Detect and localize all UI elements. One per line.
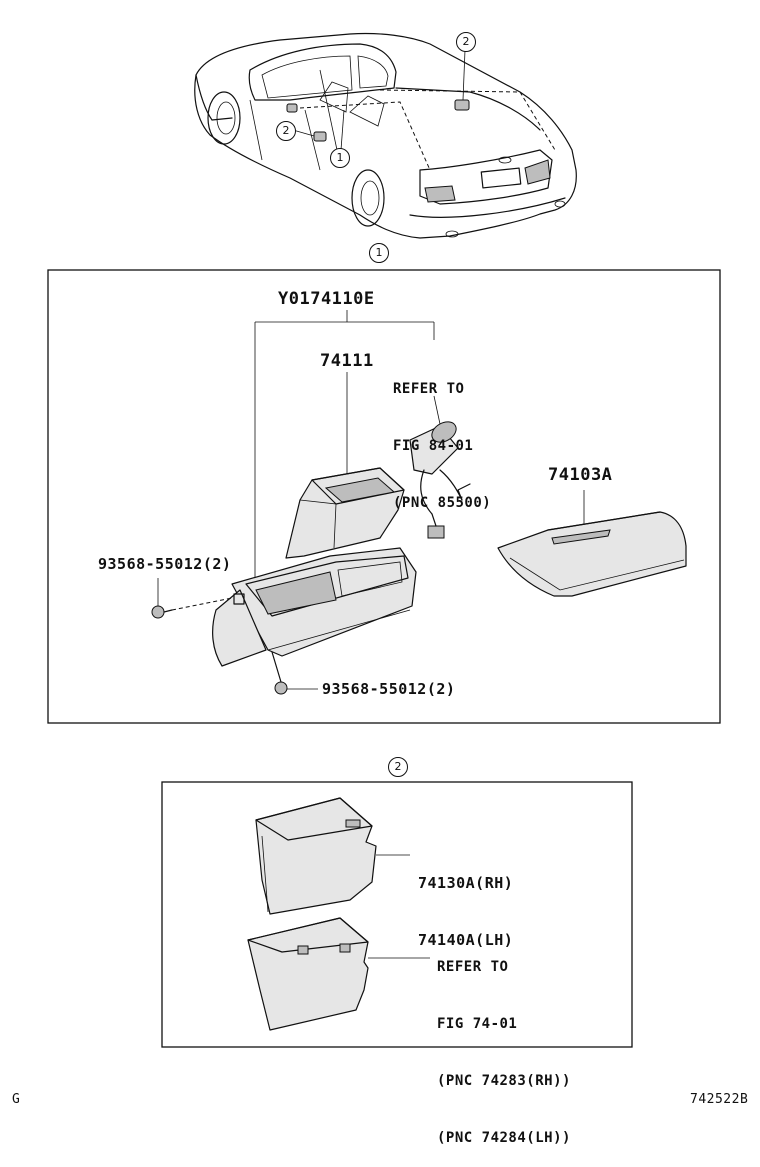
- panel-1-marker: 1: [369, 243, 389, 263]
- screw-bottom: [271, 651, 318, 695]
- panel-2-marker: 2: [388, 757, 408, 777]
- panel-2-frame: [161, 781, 633, 1048]
- screw-left: [151, 578, 233, 619]
- box-part-number: 74111: [320, 351, 374, 371]
- screw-bottom-part-number: 93568-55012(2): [322, 680, 456, 698]
- footer-left-code: G: [12, 1092, 21, 1107]
- side-box-upper: [255, 797, 410, 915]
- assembly-part-number: Y0174110E: [278, 289, 375, 309]
- side-box-part-numbers: 74130A(RH) 74140A(LH): [418, 874, 514, 949]
- lid-74103A: [497, 490, 687, 597]
- callout-2-roof: 2: [456, 32, 476, 52]
- refer-note-1: REFER TO FIG 84-01 (PNC 85500): [393, 381, 492, 511]
- lighter-socket: [409, 395, 471, 539]
- figure-id: 742522B: [690, 1092, 749, 1107]
- vehicle-illustration: [194, 32, 577, 239]
- lid-part-number: 74103A: [548, 465, 613, 485]
- panel-1-frame: [47, 269, 721, 724]
- parts-diagram: .ln { fill: none; stroke: #111; stroke-w…: [47, 32, 721, 1048]
- refer-note-2: REFER TO FIG 74-01 (PNC 74283(RH)) (PNC …: [437, 959, 571, 1146]
- side-box-lower: [247, 917, 430, 1031]
- console-base-tray: [212, 547, 417, 667]
- console-box-74111: [285, 467, 405, 559]
- assembly-bracket: [254, 310, 435, 585]
- screw-left-part-number: 93568-55012(2): [98, 555, 232, 573]
- callout-1-console: 1: [330, 148, 350, 168]
- callout-2-door: 2: [276, 121, 296, 141]
